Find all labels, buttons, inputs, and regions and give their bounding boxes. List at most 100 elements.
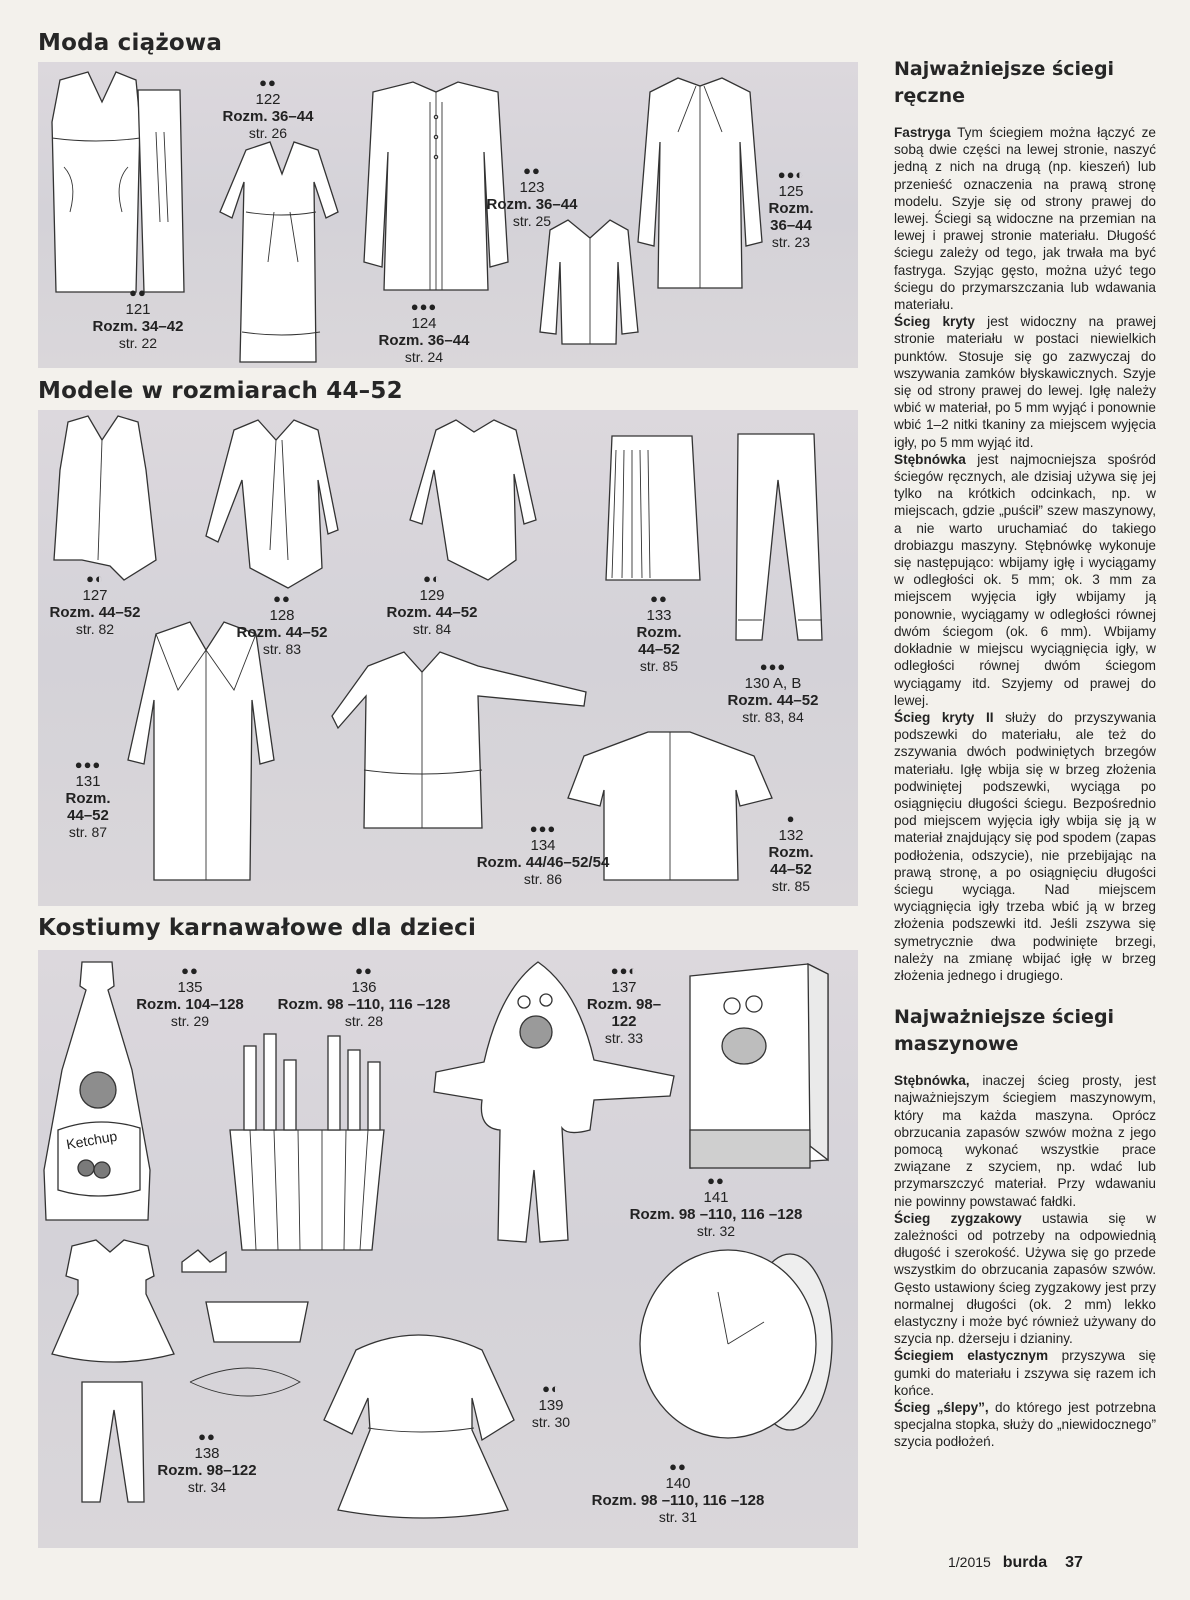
- model-130-dots: ●●●: [759, 659, 787, 674]
- model-131-size: Rozm. 44–52: [65, 790, 111, 824]
- hand-stitch-3-text: jest najmocniejsza spośród ściegów ręczn…: [894, 451, 1156, 708]
- model-128-size: Rozm. 44–52: [236, 624, 328, 641]
- model-137-page: str. 33: [604, 1030, 644, 1046]
- model-135-label: ●● 135 Rozm. 104–128 str. 29: [120, 962, 260, 1030]
- model-124-number: 124: [411, 315, 437, 332]
- model-134-page: str. 86: [523, 871, 563, 887]
- hand-stitch-3-term: Stębnówka: [894, 451, 966, 467]
- machine-stitch-2: Ścieg zygzakowy ustawia się w zależności…: [894, 1210, 1156, 1348]
- model-130-drawing: [735, 433, 823, 641]
- hand-stitch-2-term: Ścieg kryty: [894, 314, 975, 330]
- model-132-drawing: [567, 731, 773, 881]
- hand-stitch-1-text: Tym ściegiem można łączyć ze sobą dwie c…: [894, 125, 1156, 313]
- model-135-drawing: [43, 961, 151, 1221]
- model-136-drawing: [229, 1033, 385, 1251]
- model-131-drawing: [127, 621, 275, 881]
- issue-number: 1/2015: [948, 1554, 991, 1570]
- model-138-accessories-drawing: [189, 1301, 309, 1397]
- model-128-dots: ●●: [273, 591, 291, 606]
- section-title-maternity: Moda ciążowa: [38, 30, 223, 56]
- hand-stitch-1: Fastryga Tym ściegiem można łączyć ze so…: [894, 124, 1156, 313]
- model-137-size: Rozm. 98–122: [586, 996, 662, 1030]
- model-122-drawing: [219, 141, 339, 363]
- model-141-label: ●● 141 Rozm. 98 –110, 116 –128 str. 32: [608, 1172, 824, 1240]
- model-133-size: Rozm. 44–52: [636, 624, 682, 658]
- model-141-size: Rozm. 98 –110, 116 –128: [629, 1206, 803, 1223]
- model-130-label: ●●● 130 A, B Rozm. 44–52 str. 83, 84: [718, 658, 828, 726]
- maternity-drawings: [51, 71, 763, 363]
- model-129-drawing: [409, 419, 537, 581]
- machine-stitch-3-text: przyszywa się gumki do materiału i zszyw…: [894, 1348, 1156, 1398]
- model-135-page: str. 29: [170, 1013, 210, 1029]
- model-127-page: str. 82: [75, 621, 115, 637]
- model-121-dots: ●●: [129, 285, 147, 300]
- model-134-drawing: [331, 651, 587, 829]
- machine-stitch-1-term: Stębnówka,: [894, 1073, 970, 1089]
- model-139-number: 139: [538, 1397, 564, 1414]
- model-139-drawing: [323, 1334, 515, 1519]
- model-135-dots: ●●: [181, 963, 199, 978]
- model-133-number: 133: [646, 607, 672, 624]
- model-127-label: ●◐ 127 Rozm. 44–52 str. 82: [40, 570, 150, 638]
- model-138-label: ●● 138 Rozm. 98–122 str. 34: [142, 1428, 272, 1496]
- panel-maternity: ●● 121 Rozm. 34–42 str. 22 ●● 122 Rozm. …: [38, 62, 858, 368]
- model-138-number: 138: [194, 1445, 220, 1462]
- model-131-dots: ●●●: [74, 757, 102, 772]
- model-127-drawing: [53, 415, 157, 581]
- model-135-number: 135: [177, 979, 203, 996]
- machine-stitch-4: Ścieg „ślepy”, do którego jest potrzebna…: [894, 1399, 1156, 1451]
- model-133-dots: ●●: [650, 591, 668, 606]
- model-130-size: Rozm. 44–52: [727, 692, 819, 709]
- model-140-dots: ●●: [669, 1459, 687, 1474]
- model-124-page: str. 24: [404, 349, 444, 365]
- model-140-drawing: [639, 1249, 833, 1439]
- model-121-drawing: [51, 71, 185, 293]
- model-131-label: ●●● 131 Rozm. 44–52 str. 87: [58, 756, 118, 841]
- model-123-page: str. 25: [512, 213, 552, 229]
- model-134-size: Rozm. 44/46–52/54: [476, 854, 610, 871]
- model-129-page: str. 84: [412, 621, 452, 637]
- machine-stitch-1: Stębnówka, inaczej ścieg prosty, jest na…: [894, 1072, 1156, 1210]
- model-133-drawing: [605, 435, 701, 581]
- model-132-number: 132: [778, 827, 804, 844]
- model-138-page: str. 34: [187, 1479, 227, 1495]
- model-128-label: ●● 128 Rozm. 44–52 str. 83: [222, 590, 342, 658]
- model-138-dots: ●●: [198, 1429, 216, 1444]
- panel-plus-size: ●◐ 127 Rozm. 44–52 str. 82 ●● 128 Rozm. …: [38, 410, 858, 906]
- model-140-label: ●● 140 Rozm. 98 –110, 116 –128 str. 31: [570, 1458, 786, 1526]
- section-title-carnival: Kostiumy karnawałowe dla dzieci: [38, 915, 477, 941]
- model-132-label: ● 132 Rozm. 44–52 str. 85: [756, 810, 826, 895]
- model-137-drawing: [433, 961, 675, 1243]
- model-127-size: Rozm. 44–52: [49, 604, 141, 621]
- hand-stitch-2-text: jest widoczny na prawej stronie materiał…: [894, 314, 1156, 450]
- machine-stitch-4-term: Ścieg „ślepy”,: [894, 1400, 989, 1416]
- model-128-page: str. 83: [262, 641, 302, 657]
- carnival-drawings: [43, 961, 833, 1519]
- model-122-page: str. 26: [248, 125, 288, 141]
- model-139-label: ●◐ 139 str. 30: [516, 1380, 586, 1431]
- model-136-page: str. 28: [344, 1013, 384, 1029]
- sidebar-stitches: Najważniejsze ściegi ręczne Fastryga Tym…: [878, 56, 1156, 1451]
- panel-carnival: Ketchup ●● 135 Rozm. 104–128 str. 29 ●● …: [38, 950, 858, 1548]
- model-134-number: 134: [530, 837, 556, 854]
- hand-stitch-1-term: Fastryga: [894, 125, 951, 140]
- machine-stitches-title: Najważniejsze ściegi maszynowe: [894, 1006, 1115, 1056]
- hand-stitch-4: Ścieg kryty II służy do przyszywania pod…: [894, 709, 1156, 984]
- model-135-size: Rozm. 104–128: [136, 996, 244, 1013]
- machine-stitch-1-text: inaczej ścieg prosty, jest najważniejszy…: [894, 1073, 1156, 1209]
- hand-stitch-2: Ścieg kryty jest widoczny na prawej stro…: [894, 313, 1156, 451]
- model-124-drawing: [363, 81, 509, 291]
- model-125-label: ●●◐ 125 Rozm. 36–44 str. 23: [756, 166, 826, 251]
- model-141-dots: ●●: [707, 1173, 725, 1188]
- machine-stitch-4-text: do którego jest potrzebna specjalna stop…: [894, 1400, 1156, 1450]
- plus-size-drawings: [53, 415, 823, 881]
- hand-stitch-4-text: służy do przyszywania podszewki do mater…: [894, 709, 1157, 983]
- machine-stitch-2-text: ustawia się w zależności od potrzeby na …: [894, 1210, 1156, 1347]
- model-138-drawing: [51, 1239, 227, 1503]
- model-134-dots: ●●●: [529, 821, 557, 836]
- model-134-label: ●●● 134 Rozm. 44/46–52/54 str. 86: [458, 820, 628, 888]
- model-125-number: 125: [778, 183, 804, 200]
- model-122-number: 122: [255, 91, 281, 108]
- machine-stitch-3-term: Ściegiem elastycznym: [894, 1348, 1049, 1364]
- model-137-number: 137: [611, 979, 637, 996]
